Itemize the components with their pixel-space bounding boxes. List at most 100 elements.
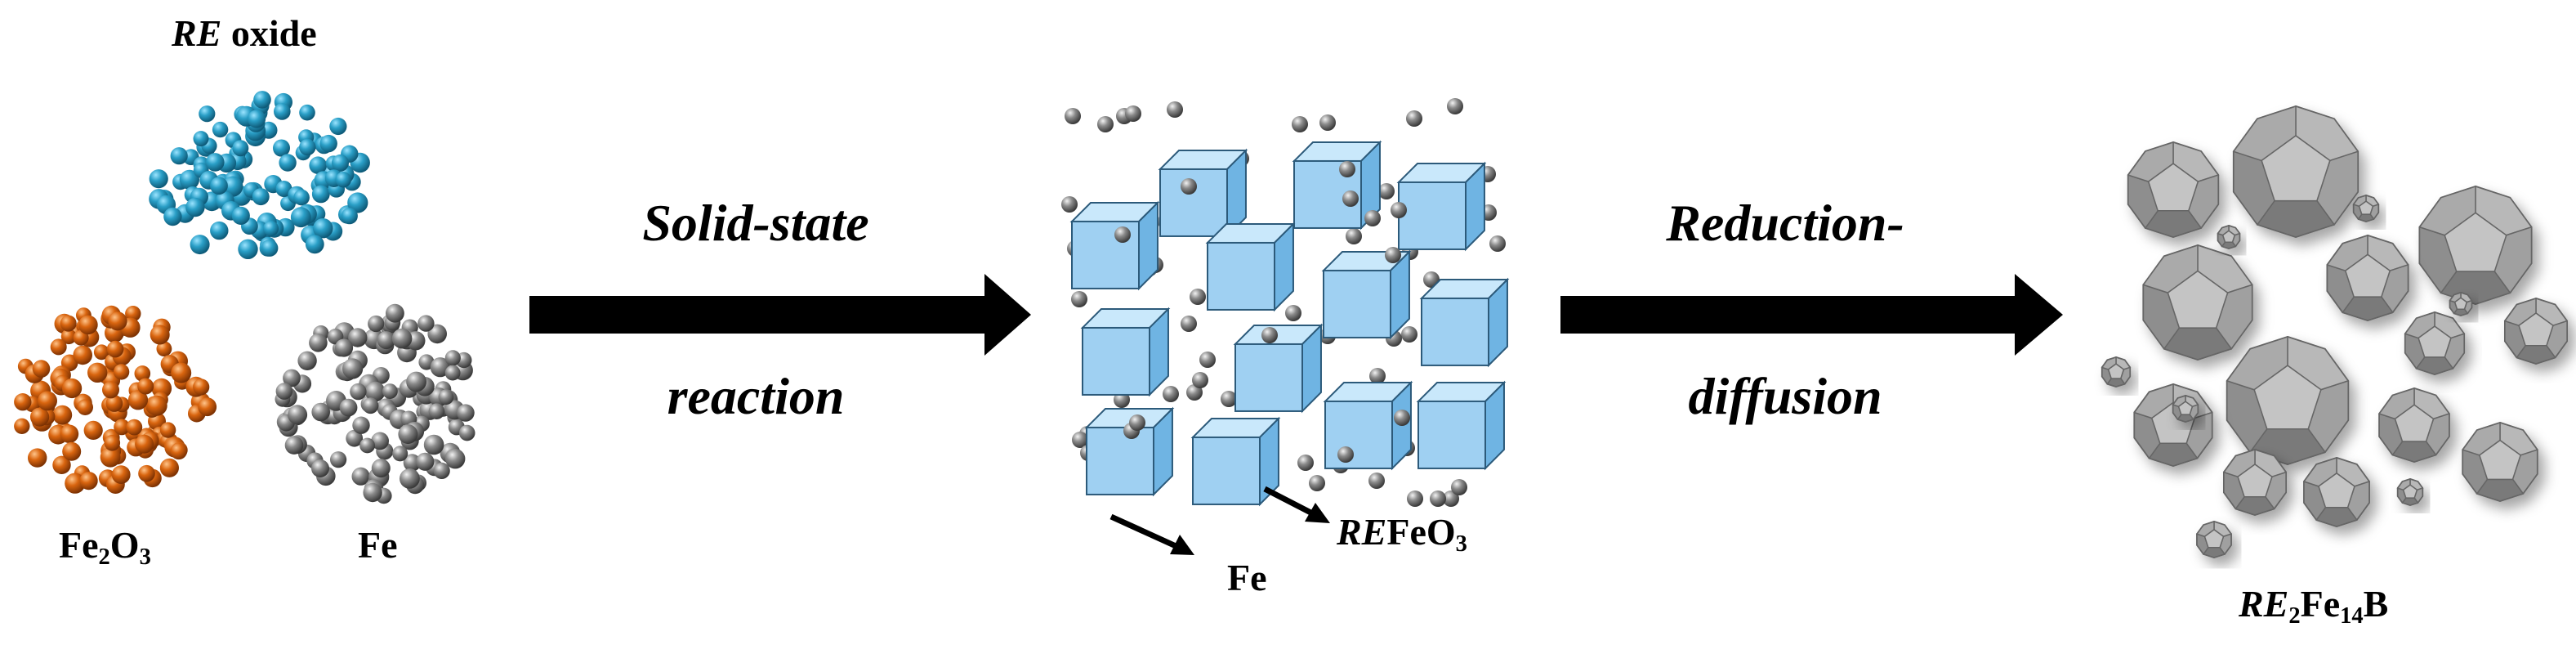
fe-particle — [371, 432, 389, 450]
fe2o3-particle — [73, 345, 92, 365]
re2fe14b-grains — [2101, 105, 2569, 559]
refeo3-cube — [1321, 249, 1412, 340]
fe-label-left: Fe — [358, 524, 398, 566]
fe-particle — [362, 397, 379, 414]
re-oxide-particle — [299, 104, 315, 121]
reduction-diffusion-arrow — [1560, 274, 2063, 356]
re-oxide-particle — [205, 153, 225, 172]
re-oxide-particle — [222, 176, 243, 197]
fe2o3-particle — [135, 434, 154, 454]
fe-particle — [1129, 414, 1145, 431]
fe-particle — [352, 416, 370, 434]
re2fe14b-sub-2: 2 — [2288, 602, 2301, 629]
re2fe14b-label: RE2Fe14B — [2239, 582, 2389, 628]
fe-particle — [417, 315, 435, 332]
re2fe14b-b: B — [2363, 583, 2389, 625]
fe2o3-particle — [102, 381, 119, 399]
re-oxide-particle — [210, 221, 229, 240]
fe-particle — [416, 452, 435, 471]
re-italic: RE — [172, 12, 222, 54]
fe-particle — [371, 459, 391, 478]
re-oxide-particle — [275, 181, 292, 197]
re-oxide-particle — [193, 131, 209, 147]
refeo3-cube — [1080, 307, 1171, 397]
re-oxide-particle — [335, 172, 351, 188]
re-oxide-particle — [253, 91, 271, 109]
re-oxide-particle — [273, 139, 290, 157]
refeo3-cube — [1084, 406, 1175, 497]
fe-particle — [363, 482, 382, 503]
fe-particle — [386, 303, 404, 323]
fe-particle — [309, 334, 328, 352]
fe-particle — [1489, 235, 1506, 252]
re-oxide-particle — [319, 134, 337, 153]
fe2o3-particle — [62, 441, 82, 461]
refeo3-pointer-arrow — [1263, 486, 1330, 523]
re-oxide-particle — [341, 208, 358, 225]
fe2o3-particle — [79, 472, 98, 490]
solid-state-reaction-arrow — [529, 274, 1031, 356]
fe-particle — [1407, 490, 1423, 507]
fe-particle — [297, 351, 317, 370]
re2fe14b-re: RE — [2239, 583, 2289, 625]
fe-particle — [1181, 178, 1197, 195]
fe-particle — [346, 429, 364, 447]
fe-particle — [458, 424, 475, 441]
fe-particle — [284, 436, 304, 455]
re-oxide-particle — [238, 239, 258, 259]
fe2o3-particle — [111, 465, 131, 484]
re-oxide-particle — [311, 185, 330, 204]
fe2o3-particle — [78, 315, 98, 335]
fe-particle — [311, 459, 329, 477]
fe-particle — [1394, 410, 1410, 426]
refeo3-cube — [1069, 200, 1160, 291]
fe2o3-particle — [87, 362, 108, 383]
fe-particle — [1065, 108, 1081, 124]
fe2o3-particle — [150, 325, 170, 345]
fe-particle — [377, 331, 395, 350]
re-oxide-particle — [329, 117, 347, 136]
re2fe14b-grain — [2462, 421, 2538, 503]
fe2o3-particle — [38, 391, 57, 411]
refeo3-feo: FeO — [1386, 511, 1456, 553]
re-oxide-label: RE oxide — [172, 11, 317, 55]
fe-particle — [406, 371, 426, 392]
fe2o3-particle — [137, 378, 154, 395]
fe-particle — [1447, 98, 1463, 114]
fe2o3-particle — [100, 446, 121, 468]
fe-particle — [1181, 316, 1197, 332]
re-oxide-particle — [163, 207, 182, 226]
re-oxide-particle — [232, 140, 249, 157]
fe-particle — [283, 369, 301, 387]
fe-particle — [1061, 196, 1078, 213]
fe-particle — [444, 350, 461, 366]
re-oxide-particle — [170, 147, 188, 165]
fe2o3-particle — [14, 418, 30, 434]
fe2o3-particle — [125, 306, 141, 322]
fe2o3-particle — [28, 448, 47, 468]
fe-particle — [392, 446, 408, 462]
fe-particle — [1163, 386, 1179, 402]
fe-particle — [382, 383, 398, 399]
fe-particle — [348, 328, 368, 347]
fe-particle — [1097, 116, 1114, 132]
fe-particle-cluster — [275, 303, 475, 504]
fe-particle — [334, 338, 354, 357]
re-oxide-particle — [199, 105, 216, 123]
fe-particle — [391, 328, 413, 349]
fe-particle — [1319, 114, 1336, 131]
re-oxide-particle — [309, 156, 328, 174]
fe-particle — [1186, 384, 1203, 401]
fe2o3-sub-3: 3 — [139, 544, 151, 570]
fe-particle — [400, 468, 420, 489]
fe-particle — [445, 449, 466, 469]
re-oxide-particle — [212, 121, 229, 138]
fe-particle — [330, 451, 347, 468]
re2fe14b-grain — [2404, 311, 2466, 376]
fe-particle — [1337, 446, 1354, 463]
fe-particle — [1199, 352, 1216, 368]
re-oxide-particle — [263, 221, 279, 237]
fe2o3-particle — [108, 311, 127, 331]
fe-particle — [427, 324, 447, 344]
